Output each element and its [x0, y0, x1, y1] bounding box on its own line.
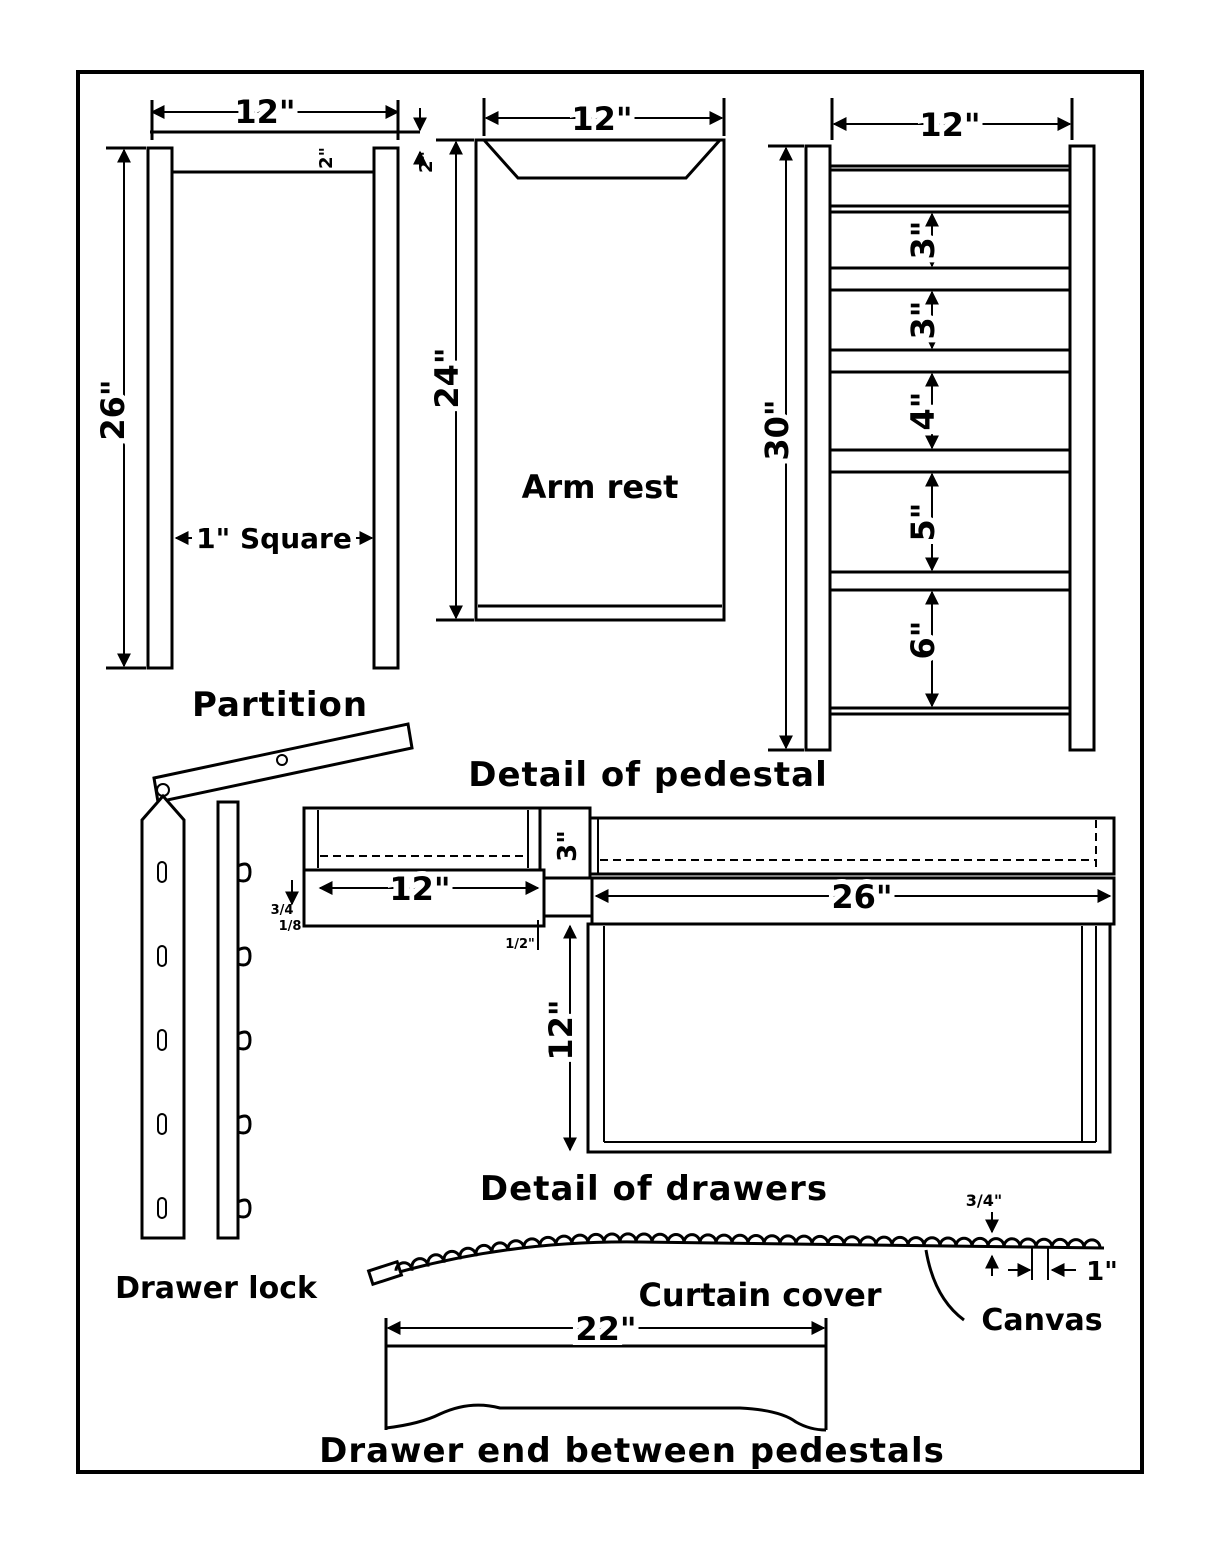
partition-width-label: 12": [234, 93, 295, 131]
arm-rest-caption: Arm rest: [522, 468, 679, 506]
pedestal-caption: Detail of pedestal: [468, 755, 828, 795]
partition-height-label: 26": [94, 379, 132, 440]
partition-top-a-label: 2": [316, 147, 337, 169]
canvas-caption: Canvas: [981, 1303, 1102, 1338]
curtain-cover-caption: Curtain cover: [638, 1276, 881, 1314]
square-label: 1" Square: [196, 522, 352, 555]
drawers-small-c-label: 1/2": [505, 937, 535, 952]
pedestal-gap-1-label: 3": [904, 221, 942, 260]
drawer-end-width-label: 22": [575, 1310, 636, 1348]
curtain-dimensions: [924, 1212, 1076, 1322]
armrest-height-label: 24": [428, 347, 466, 408]
drawer-lock-caption: Drawer lock: [115, 1271, 318, 1306]
drawers-height-label: 12": [542, 999, 580, 1060]
pedestal-gap-4-label: 5": [904, 503, 942, 542]
pedestal-gap-5-label: 6": [904, 621, 942, 660]
arm-rest-drawing: [436, 98, 726, 622]
curtain-slat: [410, 1257, 430, 1267]
partition-caption: Partition: [192, 685, 368, 725]
drawers-right-width-label: 26": [831, 878, 892, 916]
curtain-slat: [442, 1249, 462, 1260]
partition-top-b-label: 2": [416, 151, 437, 173]
drawer-end-drawing: [384, 1318, 828, 1432]
curtain-slat: [394, 1261, 414, 1271]
pedestal-gap-2-label: 3": [904, 301, 942, 340]
drawers-small-b-label: 1/8: [279, 919, 302, 934]
curtain-slat: [1082, 1238, 1102, 1249]
drawer-end-caption: Drawer end between pedestals: [319, 1431, 945, 1471]
sheet-border: [76, 70, 1144, 1474]
drawer-lock-drawing: [140, 722, 414, 1240]
curtain-slat: [426, 1253, 446, 1263]
pedestal-gap-3-label: 4": [904, 392, 942, 431]
curtain-cover-drawing: [366, 1240, 1105, 1287]
curtain-slat-label: 3/4": [966, 1191, 1002, 1210]
armrest-width-label: 12": [571, 100, 632, 138]
drawers-mid-height-label: 3": [553, 830, 583, 862]
curtain-space-label: 1": [1086, 1257, 1118, 1287]
drawers-left-width-label: 12": [389, 870, 450, 908]
drawers-drawing: [285, 806, 1116, 1154]
curtain-slats: [394, 1232, 1102, 1271]
pedestal-height-label: 30": [758, 399, 796, 460]
pedestal-width-label: 12": [919, 106, 980, 144]
curtain-slat: [458, 1246, 478, 1257]
pedestal-drawing: [768, 98, 1096, 752]
drawers-caption: Detail of drawers: [480, 1169, 828, 1209]
drawers-small-a-label: 3/4: [271, 903, 294, 918]
partition-drawing: [106, 100, 427, 670]
